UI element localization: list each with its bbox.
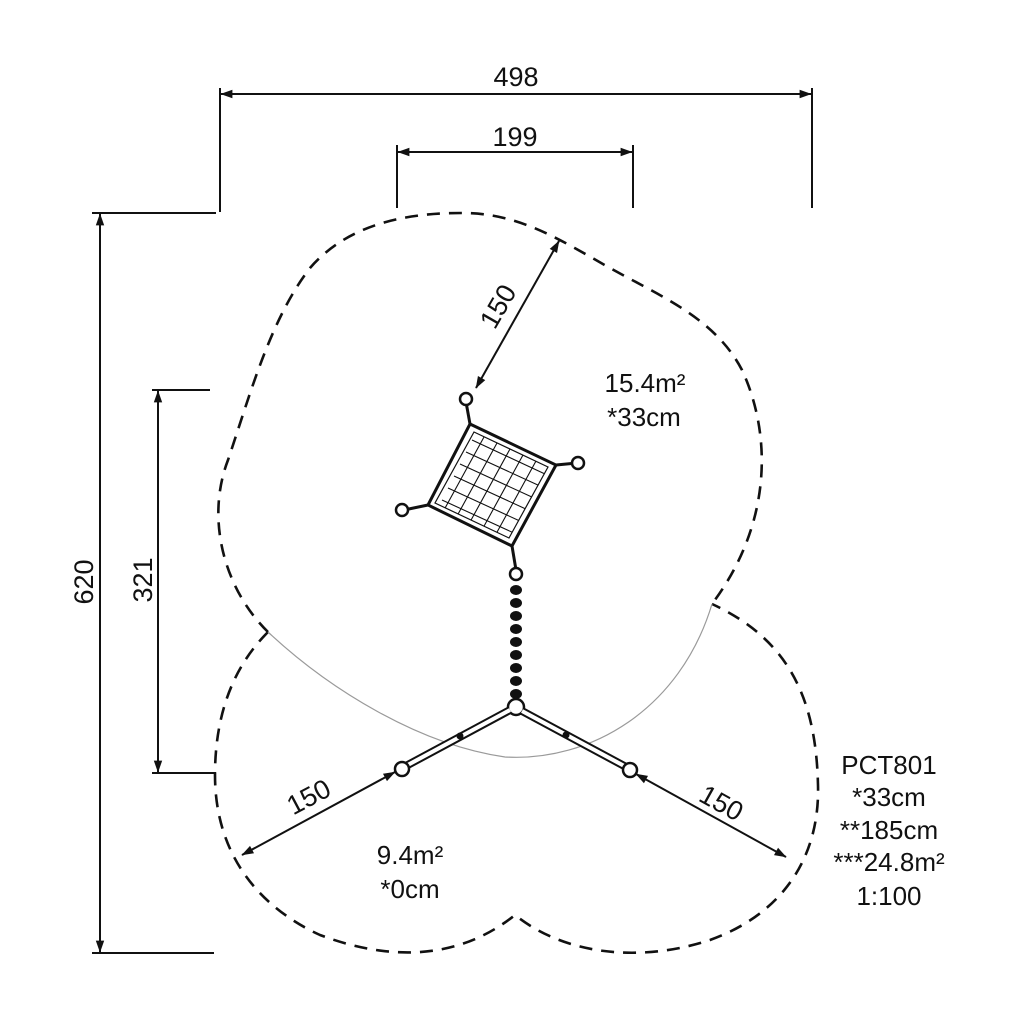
net-frame — [425, 422, 559, 548]
dim-inner-width: 199 — [492, 122, 537, 152]
post-right — [570, 455, 586, 471]
post-top — [458, 391, 474, 407]
spec-fall-height: *33cm — [852, 782, 926, 812]
upper-zone-fall-height: *33cm — [607, 402, 681, 432]
net-mesh — [441, 436, 546, 535]
spec-free-height: **185cm — [840, 815, 938, 845]
spec-block: PCT801 *33cm **185cm ***24.8m² 1:100 — [833, 750, 945, 911]
dim-overall-width: 498 — [493, 62, 538, 92]
lower-zone-area: 9.4m² — [377, 840, 444, 870]
post-lower-right — [621, 761, 639, 779]
dim-overall-height: 620 — [69, 559, 99, 604]
dim-safety-left: 150 — [282, 773, 336, 821]
dim-line-safety-top — [475, 240, 560, 389]
post-left — [394, 502, 410, 518]
dim-line-safety-right — [635, 773, 787, 858]
safety-zone-outline — [213, 211, 820, 954]
upper-zone-outline — [217, 211, 764, 633]
dim-inner-height: 321 — [128, 557, 158, 602]
extension-lines — [92, 88, 813, 954]
post-lower-left — [393, 760, 411, 778]
dim-line-safety-left — [241, 771, 396, 856]
spec-scale: 1:100 — [856, 881, 921, 911]
climbing-chain — [510, 585, 522, 699]
spec-model: PCT801 — [841, 750, 936, 780]
dim-safety-top: 150 — [474, 279, 523, 333]
dimension-lines — [95, 89, 812, 953]
dim-safety-right: 150 — [694, 779, 748, 827]
lower-zone-fall-height: *0cm — [380, 874, 439, 904]
upper-zone-area: 15.4m² — [605, 368, 686, 398]
post-center — [508, 566, 524, 582]
play-equipment — [393, 391, 639, 779]
zone-divider-curve — [267, 603, 713, 758]
lower-zone-outline — [213, 602, 820, 954]
spec-total-area: ***24.8m² — [833, 847, 945, 877]
